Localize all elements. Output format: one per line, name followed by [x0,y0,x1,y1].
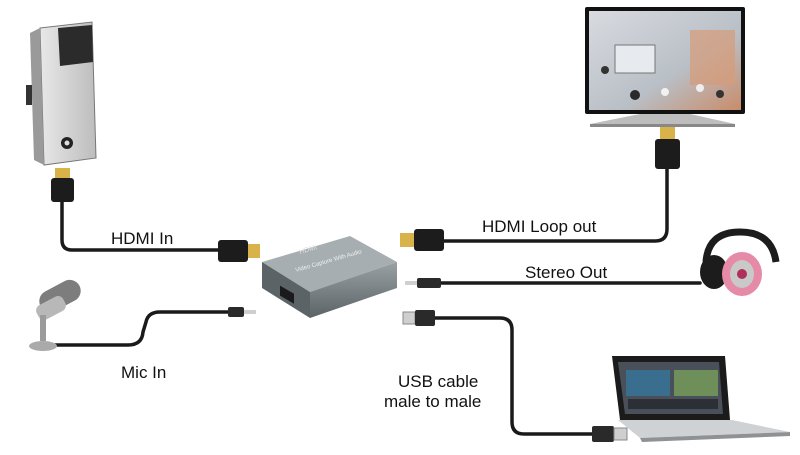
label-hdmi-in: HDMI In [111,229,174,248]
cable-hdmi-loop [438,166,669,243]
hdmi-plug-loop [400,229,444,251]
hdmi-plug-pc [51,168,74,202]
pc-tower-icon [26,21,97,166]
usb-plug-laptop [592,426,628,442]
cable-hdmi-in [60,198,224,252]
label-hdmi-loop-out: HDMI Loop out [482,217,597,236]
tv-monitor-icon [585,7,745,127]
microphone-icon [29,279,81,351]
capture-device-icon: HDMI Video Capture With Audio [262,236,397,318]
label-mic-in: Mic In [121,363,167,382]
cable-usb [428,316,594,436]
hdmi-plug-tv [655,127,680,169]
cable-mic [53,310,232,347]
label-usb-cable: USB cable [398,372,479,391]
label-stereo-out: Stereo Out [525,263,608,282]
usb-plug-device [402,310,435,326]
audio-jack-mic [228,307,256,317]
audio-jack-stereo [405,278,441,288]
device-brand-text: HDMI [299,244,318,256]
label-usb-male-to-male: male to male [384,392,482,411]
laptop-icon [612,356,790,442]
cables [53,166,702,436]
hdmi-plug-in [218,240,260,262]
headphones-icon [700,228,780,296]
